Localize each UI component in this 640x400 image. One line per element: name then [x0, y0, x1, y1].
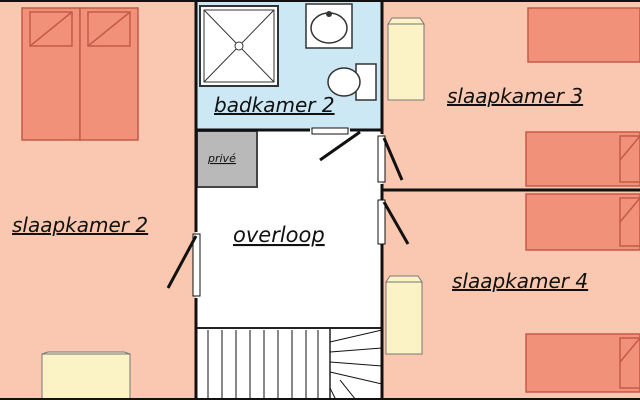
door-bedroom-2	[166, 233, 201, 297]
door-bathroom	[311, 127, 361, 162]
bed-bedroom-4-top	[525, 193, 640, 251]
drain-icon	[234, 41, 244, 51]
bed-bedroom-4-bottom	[525, 333, 640, 393]
bed-bedroom-3-bottom	[525, 131, 640, 187]
label-slaapkamer-2: slaapkamer 2	[12, 213, 148, 237]
sink	[305, 3, 353, 49]
desk-bedroom-3	[387, 17, 425, 101]
label-slaapkamer-3: slaapkamer 3	[447, 84, 583, 108]
label-badkamer-2: badkamer 2	[214, 93, 335, 117]
blanket-fold-right	[87, 11, 131, 47]
label-slaapkamer-4: slaapkamer 4	[452, 269, 588, 293]
blanket-fold-left	[29, 11, 73, 47]
tap-icon	[326, 11, 332, 17]
door-bedroom-4	[377, 199, 410, 245]
label-prive: privé	[207, 152, 236, 165]
twin-bed	[21, 7, 139, 141]
shower	[199, 5, 279, 87]
staircase	[195, 327, 383, 400]
desk-bedroom-4	[385, 275, 423, 355]
bed-bedroom-3-top	[527, 7, 640, 63]
door-bedroom-3	[377, 135, 404, 183]
nightstand	[41, 351, 131, 400]
toilet	[327, 63, 377, 101]
label-overloop: overloop	[233, 223, 325, 247]
